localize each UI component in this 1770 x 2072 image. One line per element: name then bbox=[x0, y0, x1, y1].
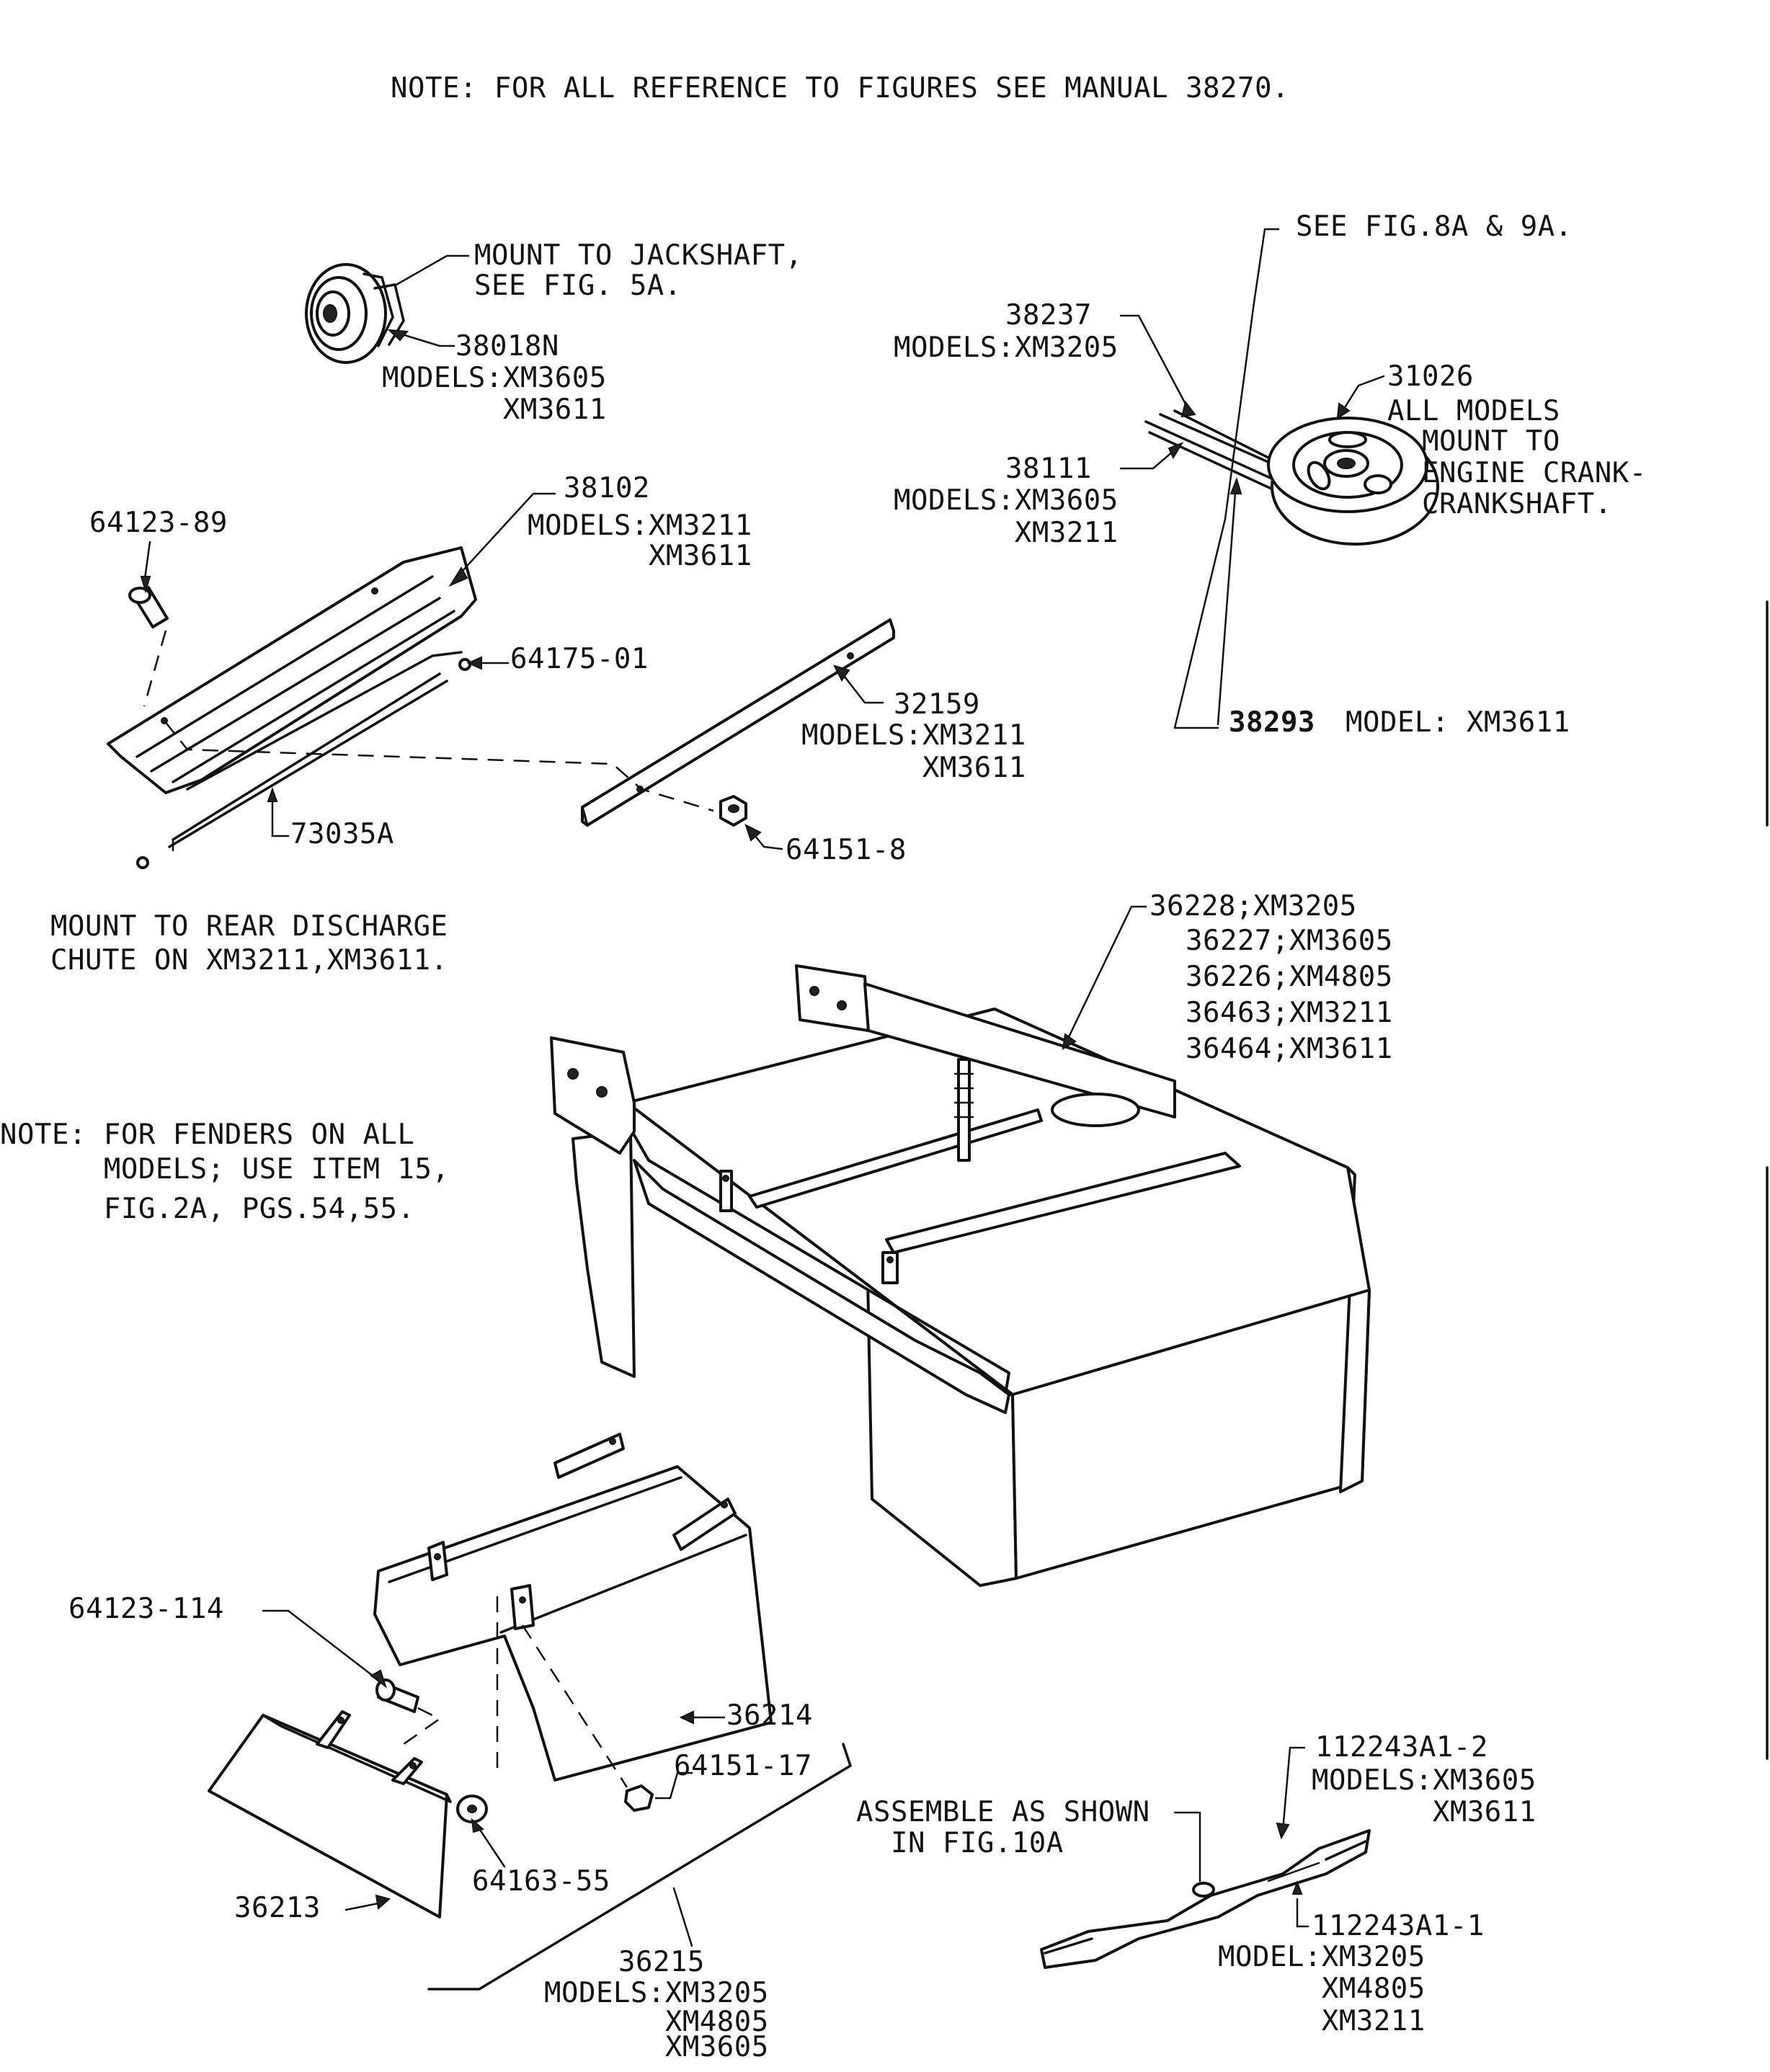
deck-part-36464: 36464;XM3611 bbox=[1186, 1033, 1393, 1065]
part-112243a1-1-models-3: XM3211 bbox=[1218, 2005, 1426, 2037]
part-36215-number: 36215 bbox=[618, 1946, 705, 1978]
part-73035a: 73035A bbox=[290, 818, 394, 850]
part-38111-models-2: XM3211 bbox=[894, 517, 1119, 549]
fender-note-line1: NOTE: FOR FENDERS ON ALL bbox=[0, 1119, 415, 1151]
washer-64163-55-illustration bbox=[456, 1795, 488, 1823]
part-64163-55: 64163-55 bbox=[472, 1865, 610, 1898]
deck-part-36463: 36463;XM3211 bbox=[1186, 997, 1393, 1029]
part-36213: 36213 bbox=[234, 1892, 321, 1924]
deflector-36213-illustration bbox=[208, 1710, 452, 1918]
chute-diagonal-dashline bbox=[521, 1624, 628, 1788]
leader-see-fig bbox=[1173, 228, 1279, 729]
part-31026-note-3: ENGINE CRANK- bbox=[1387, 457, 1647, 489]
rear-chute-note-line2: CHUTE ON XM3211,XM3611. bbox=[50, 944, 448, 977]
fender-note-line3: FIG.2A, PGS.54,55. bbox=[0, 1193, 415, 1225]
shield-38102-illustration bbox=[107, 546, 477, 794]
deck-part-36227: 36227;XM3605 bbox=[1186, 925, 1393, 957]
leader-112243a1-2 bbox=[1281, 1746, 1306, 1832]
part-112243a1-2-number: 112243A1-2 bbox=[1315, 1731, 1488, 1764]
part-112243a1-1-models: MODEL:XM3205 bbox=[1218, 1941, 1426, 1973]
part-31026-note-4: CRANKSHAFT. bbox=[1387, 488, 1612, 520]
leader-73035a bbox=[271, 793, 290, 837]
nut-64151-8-illustration bbox=[719, 795, 747, 827]
part-38293-model: MODEL: XM3611 bbox=[1346, 706, 1570, 739]
part-38018n-number: 38018N bbox=[455, 330, 559, 363]
nut-64175-01-illustration bbox=[458, 658, 471, 671]
leader-jackshaft-note bbox=[395, 254, 470, 286]
part-64123-114: 64123-114 bbox=[68, 1593, 224, 1625]
part-36215-models-3: XM3605 bbox=[544, 2031, 769, 2063]
jackshaft-note-line1: MOUNT TO JACKSHAFT, bbox=[474, 239, 803, 272]
leader-assemble bbox=[1173, 1811, 1201, 1882]
leader-64151-17 bbox=[654, 1771, 693, 1800]
rear-chute-note-line1: MOUNT TO REAR DISCHARGE bbox=[50, 910, 448, 943]
part-38237-models: MODELS:XM3205 bbox=[894, 332, 1119, 364]
part-38018n-models-2: XM3611 bbox=[382, 393, 607, 426]
bolt-centerline bbox=[143, 630, 167, 707]
leader-112243a1-1 bbox=[1296, 1898, 1309, 1928]
nut-small-illustration bbox=[136, 856, 149, 869]
blade-112243a1-illustration bbox=[1040, 1829, 1371, 1969]
part-32159-models: MODELS:XM3211 bbox=[801, 719, 1026, 752]
deck-part-36226: 36226;XM4805 bbox=[1186, 961, 1393, 993]
leader-38018n bbox=[391, 330, 455, 347]
leader-38293 bbox=[1217, 481, 1237, 726]
part-38293-number: 38293 bbox=[1229, 706, 1315, 739]
part-38111-number: 38111 bbox=[1005, 453, 1092, 485]
part-36215-models: MODELS:XM3205 bbox=[544, 1977, 769, 2009]
assemble-note-line2: IN FIG.10A bbox=[856, 1827, 1064, 1859]
assemble-note-line1: ASSEMBLE AS SHOWN bbox=[856, 1796, 1150, 1828]
fender-note-line2: MODELS; USE ITEM 15, bbox=[0, 1153, 450, 1186]
part-38102-models: MODELS:XM3211 bbox=[528, 510, 752, 542]
deck-part-36228: 36228;XM3205 bbox=[1149, 890, 1357, 922]
leader-31026 bbox=[1339, 375, 1385, 416]
mower-deck-illustration bbox=[550, 964, 1371, 1587]
leader-36213 bbox=[344, 1901, 383, 1911]
strap-32159-illustration bbox=[581, 618, 895, 827]
header-note: NOTE: FOR ALL REFERENCE TO FIGURES SEE M… bbox=[391, 72, 1289, 105]
part-31026-number: 31026 bbox=[1387, 360, 1474, 393]
nut-64151-17-illustration bbox=[624, 1784, 654, 1812]
leader-38111 bbox=[1119, 445, 1180, 470]
jackshaft-note-line2: SEE FIG. 5A. bbox=[474, 270, 682, 302]
leader-38102 bbox=[453, 492, 556, 582]
bolt-64123-114-illustration bbox=[375, 1679, 419, 1713]
part-31026-note-1: ALL MODELS bbox=[1387, 395, 1560, 427]
part-38102-number: 38102 bbox=[564, 472, 650, 504]
bracket-36215 bbox=[427, 1743, 852, 1991]
part-112243a1-2-models: MODELS:XM3605 bbox=[1312, 1764, 1536, 1797]
leader-32159 bbox=[838, 669, 884, 704]
assembly-line-shield-strap bbox=[164, 720, 714, 812]
part-64123-89: 64123-89 bbox=[89, 507, 228, 539]
part-38237-number: 38237 bbox=[1005, 299, 1092, 332]
leader-38237 bbox=[1119, 314, 1191, 412]
part-38102-models-2: XM3611 bbox=[528, 540, 752, 572]
pulley-38018n-illustration bbox=[305, 263, 405, 364]
chute-36214-illustration bbox=[373, 1433, 773, 1782]
part-64151-8: 64151-8 bbox=[786, 834, 907, 866]
part-64175-01: 64175-01 bbox=[510, 643, 649, 675]
part-38018n-models: MODELS:XM3605 bbox=[382, 362, 607, 394]
part-112243a1-1-models-2: XM4805 bbox=[1218, 1973, 1426, 2005]
part-36215-models-2: XM4805 bbox=[544, 2006, 769, 2038]
part-112243a1-1-number: 112243A1-1 bbox=[1312, 1910, 1485, 1942]
leader-36215 bbox=[672, 1887, 693, 1947]
leader-64123-114 bbox=[262, 1609, 383, 1684]
part-64151-17: 64151-17 bbox=[674, 1750, 812, 1782]
part-112243a1-2-models-2: XM3611 bbox=[1312, 1796, 1536, 1828]
bolt-64123-89-illustration bbox=[128, 586, 169, 628]
see-fig-note: SEE FIG.8A & 9A. bbox=[1296, 210, 1573, 243]
part-32159-models-2: XM3611 bbox=[801, 752, 1026, 784]
part-31026-note-2: MOUNT TO bbox=[1387, 425, 1560, 458]
leader-deck-parts bbox=[1065, 905, 1147, 1043]
bolt-114-dashline bbox=[403, 1707, 442, 1746]
rod-73035a-illustration bbox=[172, 672, 441, 841]
part-36214: 36214 bbox=[726, 1699, 813, 1732]
part-38111-models: MODELS:XM3605 bbox=[894, 484, 1119, 517]
pulley-31026-illustration bbox=[1267, 417, 1439, 546]
part-32159-number: 32159 bbox=[894, 688, 980, 721]
